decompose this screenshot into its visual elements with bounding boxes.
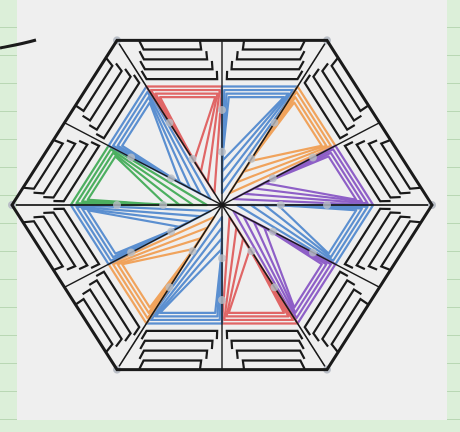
black-frame-segment — [139, 41, 201, 49]
black-frame-segment — [34, 217, 76, 270]
black-frame-segment — [227, 71, 303, 79]
black-frame-segment — [237, 351, 305, 359]
black-frame-segment — [24, 140, 63, 188]
black-frame-segment — [243, 361, 305, 369]
black-frame-segment — [322, 289, 361, 346]
black-frame-segment — [24, 221, 63, 269]
grid-dot — [218, 254, 226, 262]
grid-dot — [167, 228, 175, 236]
black-frame-segment — [139, 361, 201, 369]
black-frame-segment — [332, 299, 368, 351]
black-frame-segment — [232, 61, 304, 69]
black-frame-segment — [232, 341, 304, 349]
black-frame-segment — [83, 289, 122, 346]
grid-dot — [166, 283, 174, 291]
black-frame-layer — [12, 40, 432, 369]
black-frame-segment — [369, 140, 411, 193]
grid-dot — [269, 174, 277, 182]
black-frame-segment — [76, 58, 112, 110]
grid-dot — [271, 119, 279, 127]
grid-dot — [167, 174, 175, 182]
black-frame-segment — [142, 331, 218, 339]
grid-dot — [166, 119, 174, 127]
grid-dot — [159, 201, 167, 209]
grid-dot — [189, 155, 197, 163]
grid-dot — [309, 153, 317, 161]
grid-dot — [218, 106, 226, 114]
grid-dot — [247, 155, 255, 163]
black-frame-segment — [34, 140, 76, 193]
grid-dot — [218, 296, 226, 304]
grid-dot — [127, 153, 135, 161]
black-frame-segment — [381, 221, 420, 269]
black-frame-segment — [76, 299, 112, 351]
grid-dot — [277, 201, 285, 209]
black-frame-segment — [227, 331, 303, 339]
black-frame-segment — [369, 217, 411, 270]
black-frame-segment — [140, 341, 212, 349]
black-frame-segment — [140, 51, 208, 59]
triangle-outline-purple — [244, 216, 331, 318]
black-frame-segment — [237, 51, 305, 59]
grid-dot — [269, 228, 277, 236]
grid-dot — [113, 201, 121, 209]
grid-dot — [218, 148, 226, 156]
triangle-outline-blue — [113, 92, 200, 194]
black-frame-segment — [381, 140, 420, 188]
grid-dot — [309, 249, 317, 257]
grid-dot — [271, 283, 279, 291]
black-frame-segment — [243, 41, 305, 49]
pen-stroke-mark — [0, 40, 36, 48]
black-frame-segment — [142, 71, 218, 79]
black-frame-segment — [83, 63, 122, 120]
black-frame-segment — [332, 58, 368, 110]
grid-dot — [323, 201, 331, 209]
grid-dot — [127, 249, 135, 257]
grid-dot — [189, 247, 197, 255]
grid-dot — [247, 247, 255, 255]
black-frame-segment — [322, 63, 361, 120]
black-frame-segment — [140, 61, 212, 69]
black-frame-segment — [140, 351, 208, 359]
